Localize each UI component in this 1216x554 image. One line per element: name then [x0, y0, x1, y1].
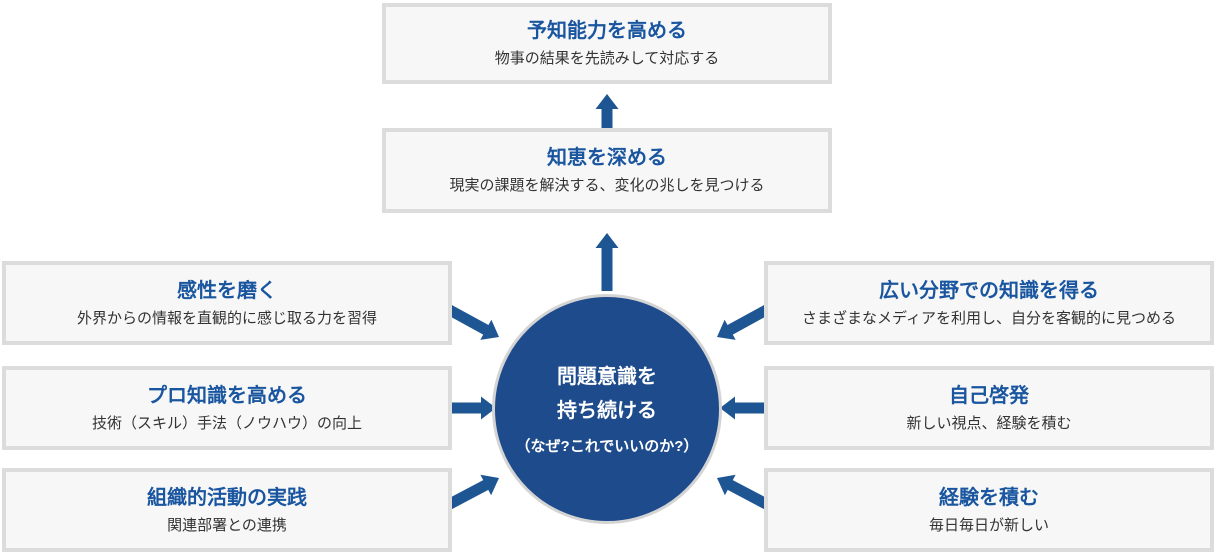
- node-title: 組織的活動の実践: [147, 486, 307, 509]
- node-left-organizational-practice: 組織的活動の実践 関連部署との連携: [2, 468, 452, 552]
- arrow-center-to-wisdom: [595, 233, 619, 291]
- node-subtitle: 技術（スキル）手法（ノウハウ）の向上: [91, 414, 362, 432]
- node-right-self-development: 自己啓発 新しい視点、経験を積む: [764, 366, 1214, 450]
- node-left-sensitivity: 感性を磨く 外界からの情報を直観的に感じ取る力を習得: [2, 261, 452, 345]
- node-subtitle: 毎日毎日が新しい: [928, 516, 1049, 534]
- node-subtitle: 外界からの情報を直観的に感じ取る力を習得: [76, 309, 377, 327]
- node-title: プロ知識を高める: [147, 384, 307, 407]
- node-subtitle: さまざまなメディアを利用し、自分を客観的に見つめる: [802, 309, 1176, 327]
- arrow-left-middle-to-center: [451, 396, 496, 420]
- center-line-3: （なぜ?これでいいのか?）: [515, 438, 699, 455]
- center-node-problem-awareness: 問題意識を 持ち続ける （なぜ?これでいいのか?）: [492, 294, 722, 524]
- node-title: 予知能力を高める: [527, 20, 687, 42]
- node-subtitle: 物事の結果を先読みして対応する: [494, 50, 720, 67]
- node-left-pro-knowledge: プロ知識を高める 技術（スキル）手法（ノウハウ）の向上: [2, 366, 452, 450]
- arrow-wisdom-to-foresight: [595, 94, 619, 128]
- node-wisdom: 知恵を深める 現実の課題を解決する、変化の兆しを見つける: [382, 128, 832, 213]
- node-right-broad-knowledge: 広い分野での知識を得る さまざまなメディアを利用し、自分を客観的に見つめる: [764, 261, 1214, 345]
- node-title: 広い分野での知識を得る: [879, 279, 1099, 302]
- center-line-1: 問題意識を: [557, 366, 657, 388]
- node-subtitle: 関連部署との連携: [167, 516, 287, 534]
- node-title: 経験を積む: [939, 486, 1039, 509]
- node-foresight: 予知能力を高める 物事の結果を先読みして対応する: [382, 3, 832, 84]
- node-right-gain-experience: 経験を積む 毎日毎日が新しい: [764, 468, 1214, 552]
- node-subtitle: 新しい視点、経験を積む: [906, 414, 1072, 432]
- node-title: 知恵を深める: [547, 147, 667, 169]
- node-title: 感性を磨く: [177, 279, 277, 302]
- arrow-right-middle-to-center: [720, 396, 765, 420]
- node-subtitle: 現実の課題を解決する、変化の兆しを見つける: [449, 177, 765, 194]
- center-line-2: 持ち続ける: [557, 400, 657, 422]
- node-title: 自己啓発: [949, 384, 1029, 407]
